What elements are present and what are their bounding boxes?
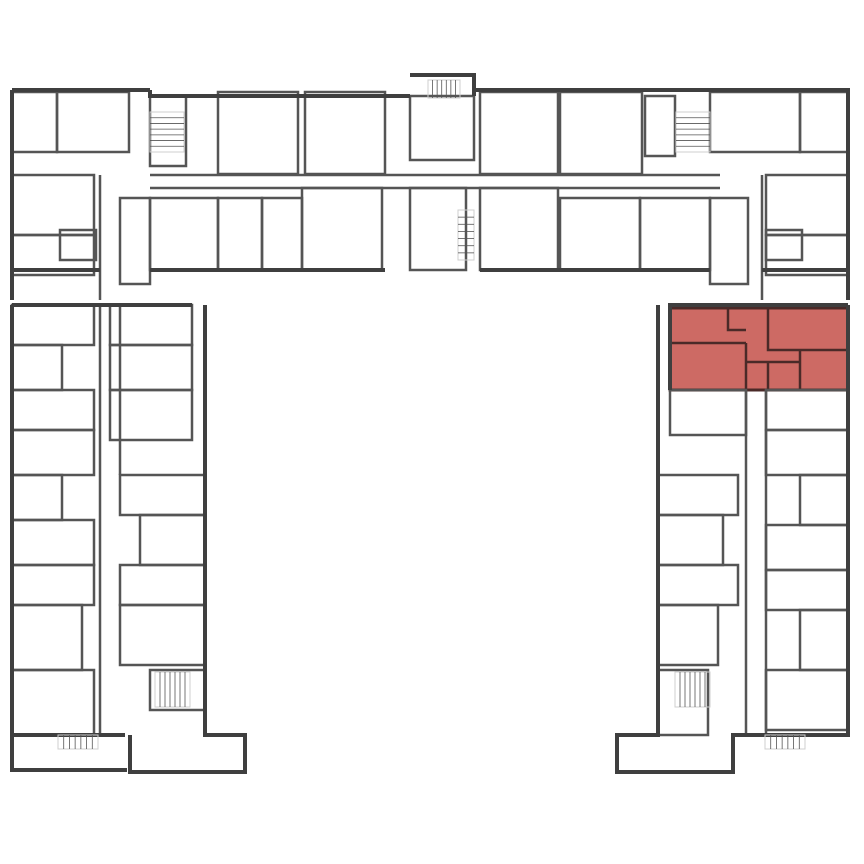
corridor-wall xyxy=(150,173,720,190)
room-partition xyxy=(656,668,710,737)
stair-outline xyxy=(149,111,185,153)
room-partition xyxy=(10,428,96,477)
room-partition xyxy=(558,196,642,272)
exterior-wall xyxy=(615,305,850,774)
highlighted-room xyxy=(768,350,848,390)
room-partition xyxy=(10,473,64,522)
highlighted-apartment[interactable] xyxy=(668,306,850,392)
room-partition xyxy=(798,473,850,527)
room-partition xyxy=(118,563,207,607)
room-partition xyxy=(708,196,750,286)
room-partition xyxy=(656,563,740,607)
room-partition xyxy=(10,343,64,392)
room-partition xyxy=(138,513,207,567)
room-partition xyxy=(558,90,644,176)
room-partition xyxy=(148,94,188,168)
room-partition xyxy=(10,90,59,154)
exterior-wall xyxy=(12,303,848,390)
room-partition xyxy=(10,303,96,347)
staircase xyxy=(57,734,99,750)
corridor-wall xyxy=(98,175,122,735)
room-partition xyxy=(118,603,207,667)
stair-outline xyxy=(57,734,99,750)
room-partition xyxy=(118,473,207,517)
stair-outline xyxy=(674,671,711,708)
highlighted-apartment-wall xyxy=(670,308,848,390)
exterior-wall xyxy=(128,305,247,774)
room-partition xyxy=(10,668,96,737)
exterior-wall xyxy=(10,90,127,772)
room-partition xyxy=(108,303,194,347)
room-partition xyxy=(10,603,84,672)
room-partition xyxy=(656,473,740,517)
room-partition xyxy=(764,523,850,572)
room-partition xyxy=(638,196,712,272)
room-partition xyxy=(798,608,850,672)
staircase xyxy=(154,671,191,708)
room-partition xyxy=(656,603,720,667)
room-partition xyxy=(10,388,96,432)
staircase xyxy=(149,111,185,153)
stair-outline xyxy=(427,79,461,99)
stair-outline xyxy=(675,111,711,153)
room-partition xyxy=(10,563,96,607)
room-partition xyxy=(764,428,850,477)
room-partition xyxy=(148,196,220,272)
room-partition xyxy=(216,90,300,176)
room-partition xyxy=(798,90,850,154)
room-partition xyxy=(58,228,98,262)
highlighted-room xyxy=(746,308,768,390)
rooms xyxy=(10,90,850,737)
room-partition xyxy=(764,173,850,237)
room-partition xyxy=(764,668,850,732)
room-partition xyxy=(408,94,476,162)
stair-outline xyxy=(154,671,191,708)
room-partition xyxy=(303,90,387,176)
staircase xyxy=(674,671,711,708)
room-partition xyxy=(108,343,194,392)
room-partition xyxy=(10,518,96,567)
room-partition xyxy=(10,173,96,237)
highlighted-room xyxy=(670,308,748,343)
staircase xyxy=(675,111,711,153)
room-partition xyxy=(108,388,194,442)
room-partition xyxy=(216,196,264,272)
room-partition xyxy=(764,228,804,262)
room-partition xyxy=(260,196,304,272)
exterior-walls xyxy=(10,73,850,774)
room-partition xyxy=(668,388,748,437)
stair-outline xyxy=(764,734,806,750)
corridor-wall xyxy=(744,175,768,735)
room-partition xyxy=(300,186,384,272)
room-partition xyxy=(118,196,152,286)
room-partition xyxy=(148,668,207,712)
room-partition xyxy=(55,90,131,154)
room-partition xyxy=(708,90,802,154)
staircase xyxy=(427,79,461,99)
staircase xyxy=(457,209,475,261)
room-partition xyxy=(478,90,560,176)
room-partition xyxy=(478,186,560,272)
room-partition xyxy=(643,94,677,158)
room-partition xyxy=(764,568,850,612)
highlighted-room xyxy=(768,308,848,350)
room-partition xyxy=(764,388,850,432)
staircases xyxy=(57,79,806,750)
exterior-wall xyxy=(12,73,850,300)
room-partition xyxy=(656,513,725,567)
highlighted-room xyxy=(670,343,746,390)
staircase xyxy=(764,734,806,750)
stair-outline xyxy=(457,209,475,261)
